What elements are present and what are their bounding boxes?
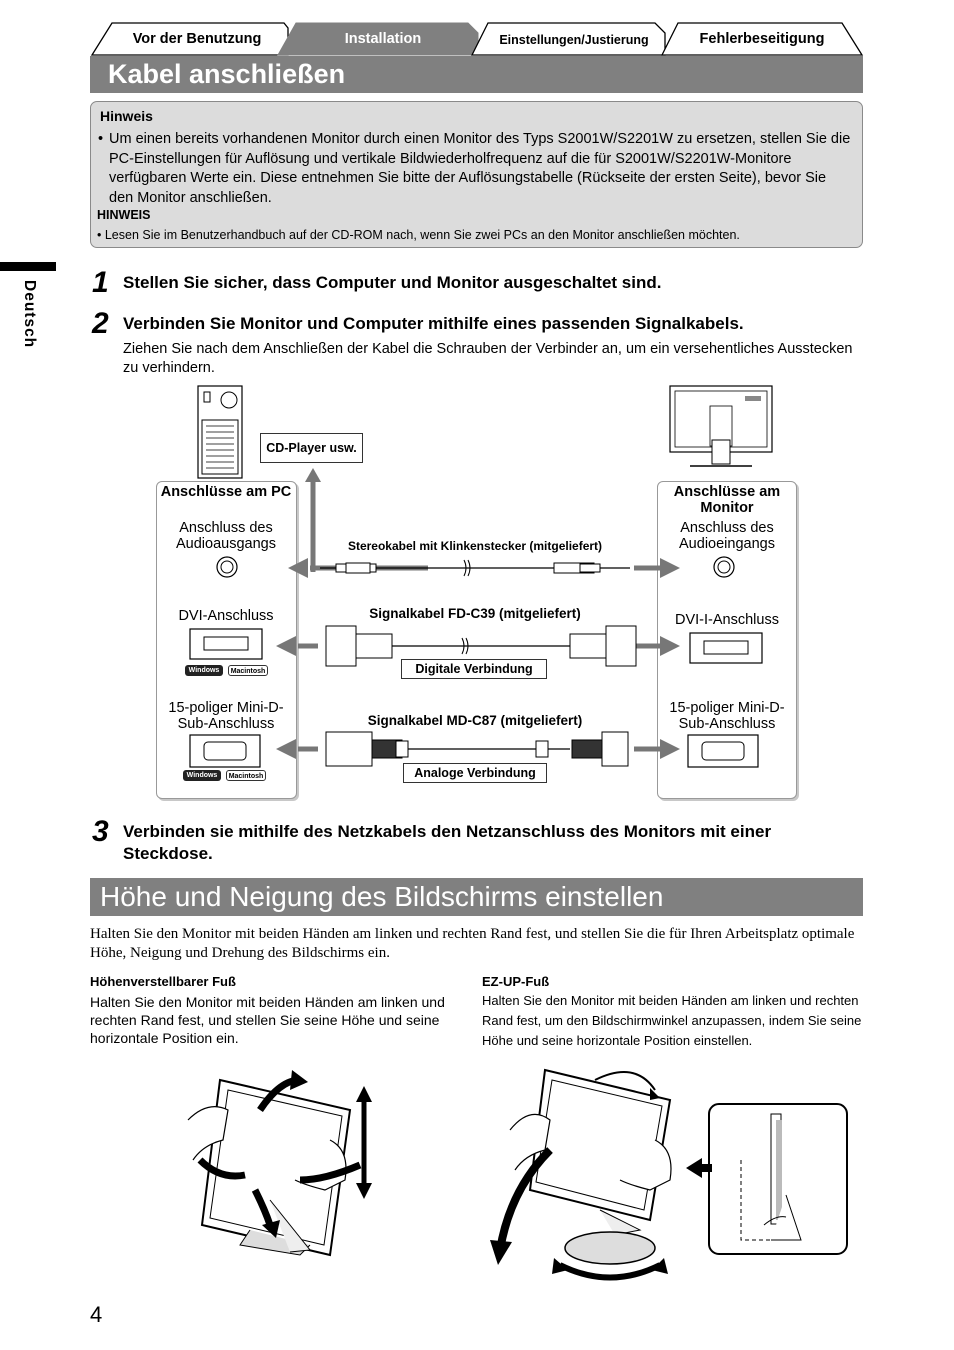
tab-fehlerbeseitigung[interactable]: Fehlerbeseitigung — [699, 31, 825, 47]
dsub-cable-label: Signalkabel MD-C87 (mitgeliefert) — [367, 713, 583, 728]
note-heading: Hinweis — [100, 108, 153, 124]
monitor-audio-label: Anschluss des Audioeingangs — [679, 520, 775, 552]
monitor-dvi-label: DVI-I-Anschluss — [675, 612, 779, 628]
step-number-2: 2 — [92, 307, 109, 340]
left-subbody: Halten Sie den Monitor mit beiden Händen… — [90, 994, 445, 1046]
bullet-glyph: • — [98, 131, 104, 147]
analog-connection-label: Analoge Verbindung — [403, 763, 547, 783]
step-title-2: Verbinden Sie Monitor und Computer mithi… — [123, 314, 744, 333]
right-subbody: Halten Sie den Monitor mit beiden Händen… — [482, 993, 862, 1048]
step-title-1: Stellen Sie sicher, dass Computer und Mo… — [123, 273, 662, 292]
dvi-cable-label: Signalkabel FD-C39 (mitgeliefert) — [369, 606, 581, 621]
step-number-3: 3 — [92, 815, 109, 848]
note-box: Hinweis • Um einen bereits vorhandenen M… — [90, 101, 863, 248]
height-adjustable-stand-illustration — [187, 1070, 372, 1257]
note-heading-2: HINWEIS — [97, 208, 151, 222]
right-subheading: EZ-UP-Fuß — [482, 974, 550, 989]
step-title-3: Verbinden sie mithilfe des Netzkabels de… — [123, 822, 772, 863]
cd-player-label: CD-Player usw. — [260, 433, 363, 463]
side-language-label: Deutsch — [21, 280, 38, 349]
windows-badge: Windows — [183, 770, 221, 781]
tab-bar: Vor der Benutzung Installation Einstellu… — [90, 22, 864, 56]
step-number-1: 1 — [92, 266, 109, 299]
dsub-cable-icon — [325, 731, 629, 767]
note-bullet-text: Um einen bereits vorhandenen Monitor dur… — [109, 131, 851, 206]
digital-connection-label: Digitale Verbindung — [401, 659, 547, 679]
tab-einstellungen-justierung[interactable]: Einstellungen/Justierung — [499, 33, 649, 47]
macintosh-badge: Macintosh — [226, 770, 266, 781]
dvi-cable-icon — [325, 625, 637, 667]
macintosh-badge: Macintosh — [228, 665, 268, 676]
left-subheading: Höhenverstellbarer Fuß — [90, 974, 236, 989]
audio-cable-icon — [320, 559, 630, 577]
page-number: 4 — [90, 1302, 103, 1327]
intro-text: Halten Sie den Monitor mit beiden Händen… — [90, 926, 855, 961]
note-bullet-2: • Lesen Sie im Benutzerhandbuch auf der … — [97, 228, 740, 242]
side-view-inset-illustration — [686, 1103, 848, 1255]
connection-diagram — [189, 385, 773, 768]
pc-audio-label: Anschluss des Audioausgangs — [176, 520, 276, 552]
pc-dvi-label: DVI-Anschluss — [178, 608, 274, 624]
section-title-hoehe-neigung: Höhe und Neigung des Bildschirms einstel… — [90, 878, 863, 916]
tab-shapes — [90, 22, 864, 56]
tab-vor-der-benutzung[interactable]: Vor der Benutzung — [132, 31, 262, 47]
side-tab-marker — [0, 262, 56, 271]
step-body-2: Ziehen Sie nach dem Anschließen der Kabe… — [123, 341, 853, 376]
pc-panel-title: Anschlüsse am PC — [160, 484, 292, 500]
windows-badge: Windows — [185, 665, 223, 676]
tab-installation[interactable]: Installation — [344, 31, 422, 47]
section-title-kabel: Kabel anschließen — [90, 56, 863, 93]
monitor-dsub-label: 15-poliger Mini-D-Sub-Anschluss — [669, 700, 785, 732]
stereo-cable-label: Stereokabel mit Klinkenstecker (mitgelie… — [347, 539, 603, 553]
monitor-rear-icon — [669, 385, 773, 467]
monitor-panel-title: Anschlüsse am Monitor — [673, 484, 781, 516]
pc-dsub-label: 15-poliger Mini-D-Sub-Anschluss — [168, 700, 284, 732]
pc-tower-icon — [197, 385, 243, 479]
note-bullet: • Um einen bereits vorhandenen Monitor d… — [98, 130, 853, 208]
ez-up-stand-illustration — [490, 1068, 672, 1281]
